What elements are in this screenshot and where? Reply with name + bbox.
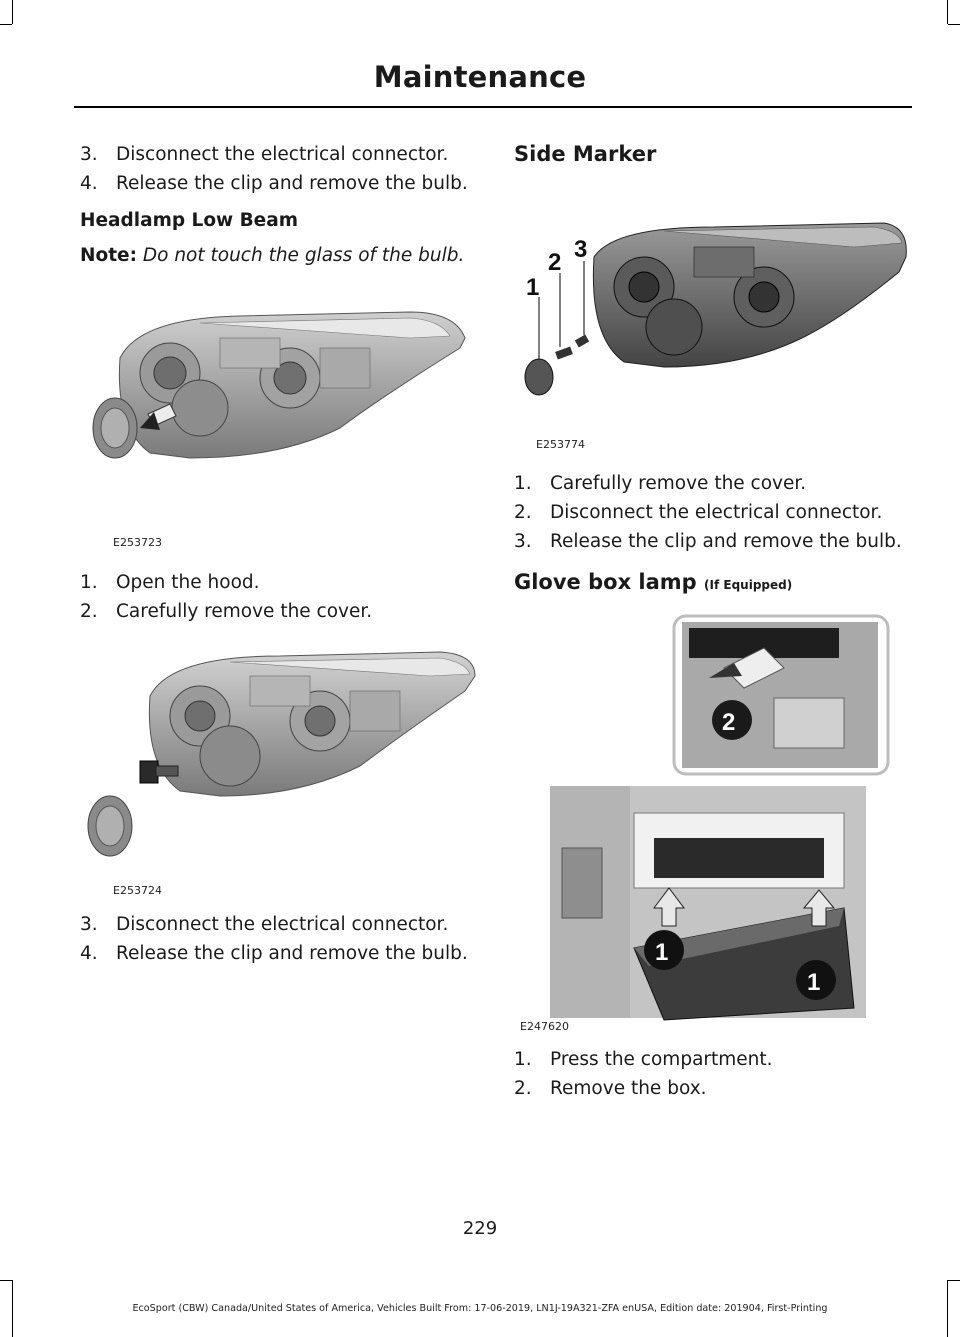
page-number: 229 — [462, 1218, 498, 1239]
figure-glove-box: 2 1 1 E247620 — [514, 608, 914, 1033]
list-item: 4. Release the clip and remove the bulb. — [80, 939, 480, 968]
page-title: Maintenance — [373, 60, 587, 94]
step-text: Disconnect the electrical connector. — [550, 502, 883, 523]
glove-heading-suffix: (If Equipped) — [704, 578, 793, 592]
callout-2: 2 — [548, 249, 561, 276]
step-number: 2. — [514, 502, 532, 523]
crop-mark — [0, 24, 12, 25]
list-item: 3. Disconnect the electrical connector. — [80, 140, 480, 169]
step-number: 3. — [514, 531, 532, 552]
side-marker-illustration: 1 2 3 — [524, 222, 907, 396]
header-divider — [74, 106, 912, 108]
left-column: 3. Disconnect the electrical connector. … — [80, 140, 480, 968]
headlamp-illustration — [92, 311, 466, 459]
step-text: Disconnect the electrical connector. — [116, 914, 449, 935]
step-number: 2. — [80, 601, 98, 622]
crop-mark — [12, 0, 13, 24]
figure-code: E253724 — [113, 884, 162, 897]
crop-mark — [948, 1280, 960, 1281]
note: Note: Do not touch the glass of the bulb… — [80, 241, 480, 270]
crop-mark — [948, 24, 960, 25]
figure-side-marker: 1 2 3 E253774 — [514, 177, 914, 451]
section-heading-glove-box: Glove box lamp (If Equipped) — [514, 568, 914, 600]
note-label: Note: — [80, 245, 137, 266]
section-heading-side-marker: Side Marker — [514, 142, 657, 166]
crop-mark — [0, 1280, 12, 1281]
list-item: 2. Carefully remove the cover. — [80, 597, 480, 626]
figure-headlamp-bulb: E253724 — [80, 636, 480, 897]
step-text: Release the clip and remove the bulb. — [116, 173, 468, 194]
footer-edition-info: EcoSport (CBW) Canada/United States of A… — [132, 1303, 828, 1314]
step-text: Disconnect the electrical connector. — [116, 144, 449, 165]
step-text: Release the clip and remove the bulb. — [116, 943, 468, 964]
callout-2: 2 — [722, 709, 735, 736]
step-number: 3. — [80, 144, 98, 165]
figure-code: E253774 — [536, 438, 585, 451]
note-text: Do not touch the glass of the bulb. — [142, 245, 465, 266]
list-item: 1. Carefully remove the cover. — [514, 469, 914, 498]
list-item: 1. Open the hood. — [80, 568, 480, 597]
figure-code: E247620 — [520, 1020, 569, 1033]
glove-heading-text: Glove box lamp — [514, 570, 697, 594]
step-number: 1. — [514, 473, 532, 494]
step-number: 4. — [80, 173, 98, 194]
figure-code: E253723 — [113, 536, 162, 549]
step-number: 1. — [80, 572, 98, 593]
step-text: Press the compartment. — [550, 1049, 773, 1070]
crop-mark — [947, 1280, 948, 1337]
list-item: 2. Disconnect the electrical connector. — [514, 498, 914, 527]
section-subheading: Headlamp Low Beam — [80, 210, 298, 231]
list-item: 3. Release the clip and remove the bulb. — [514, 527, 914, 556]
step-text: Remove the box. — [550, 1078, 707, 1099]
crop-mark — [12, 1280, 13, 1337]
figure-headlamp-cover: E253723 — [80, 278, 480, 549]
step-number: 2. — [514, 1078, 532, 1099]
step-text: Release the clip and remove the bulb. — [550, 531, 902, 552]
list-item: 1. Press the compartment. — [514, 1045, 914, 1074]
callout-1: 1 — [807, 969, 820, 996]
step-text: Open the hood. — [116, 572, 260, 593]
step-number: 3. — [80, 914, 98, 935]
glove-box-illustration: 2 1 1 — [550, 614, 890, 1021]
headlamp-bulb-illustration — [87, 651, 476, 857]
callout-1: 1 — [655, 939, 668, 966]
step-text: Carefully remove the cover. — [550, 473, 807, 494]
step-number: 1. — [514, 1049, 532, 1070]
crop-mark — [947, 0, 948, 24]
list-item: 4. Release the clip and remove the bulb. — [80, 169, 480, 198]
callout-3: 3 — [574, 236, 587, 263]
step-number: 4. — [80, 943, 98, 964]
step-text: Carefully remove the cover. — [116, 601, 373, 622]
list-item: 2. Remove the box. — [514, 1074, 914, 1103]
list-item: 3. Disconnect the electrical connector. — [80, 910, 480, 939]
right-column: Side Marker 1 2 3 E2 — [514, 140, 914, 1103]
callout-1: 1 — [526, 274, 539, 301]
